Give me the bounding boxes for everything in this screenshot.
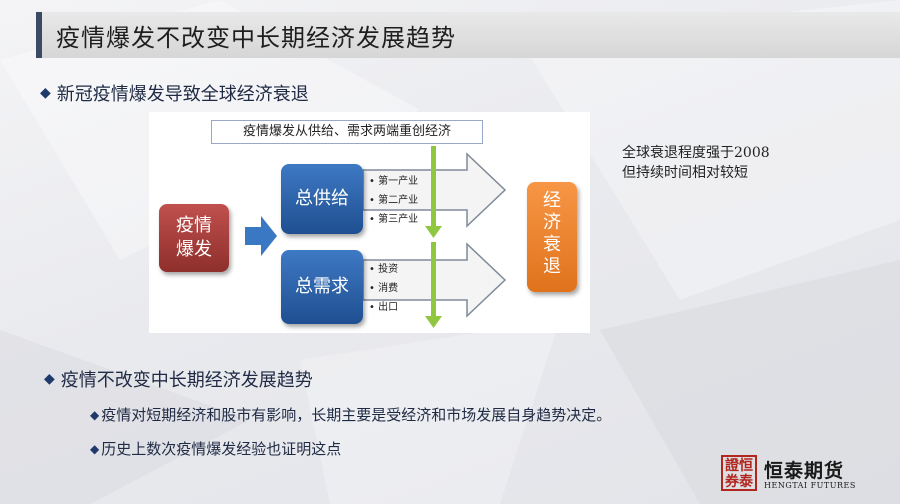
- outbreak-box: 疫情 爆发: [159, 204, 229, 272]
- demand-item: • 消费: [369, 283, 399, 294]
- bullet-text: 疫情不改变中长期经济发展趋势: [60, 370, 313, 391]
- diagram-caption: 疫情爆发从供给、需求两端重创经济: [211, 120, 483, 144]
- bullet-item: ◆ 疫情不改变中长期经济发展趋势: [44, 366, 313, 392]
- sub-bullet-item: ◆ 历史上数次疫情爆发经验也证明这点: [90, 440, 342, 458]
- diagram-arrows: [245, 146, 507, 328]
- supply-box: 总供给: [281, 164, 363, 234]
- demand-box: 总需求: [281, 250, 363, 324]
- side-note: 全球衰退程度强于2008 但持续时间相对较短: [622, 145, 770, 181]
- sub-bullet-item: ◆ 疫情对短期经济和股市有影响，长期主要是受经济和市场发展自身趋势决定。: [90, 406, 612, 424]
- bullet-text: 新冠疫情爆发导致全球经济衰退: [56, 84, 309, 105]
- flow-diagram: 疫情爆发从供给、需求两端重创经济 疫情 爆发 总供给 总需求 • 第一产业 • …: [149, 112, 590, 333]
- bullet-item: ◆ 新冠疫情爆发导致全球经济衰退: [40, 80, 309, 106]
- down-arrow-icon: [425, 226, 442, 238]
- company-seal-logo: 證恒 券泰: [721, 455, 757, 491]
- diamond-bullet-icon: ◆: [90, 407, 100, 422]
- demand-item: • 投资: [369, 264, 399, 275]
- diamond-bullet-icon: ◆: [40, 85, 51, 101]
- diamond-bullet-icon: ◆: [44, 371, 55, 387]
- page-title: 疫情爆发不改变中长期经济发展趋势: [56, 24, 456, 52]
- supply-item: • 第二产业: [369, 195, 419, 206]
- supply-item: • 第三产业: [369, 214, 419, 225]
- down-arrow-icon: [425, 316, 442, 328]
- recession-box: 经 济 衰 退: [527, 182, 577, 292]
- diamond-bullet-icon: ◆: [90, 441, 100, 456]
- demand-item: • 出口: [369, 302, 399, 313]
- title-bar: [36, 12, 900, 58]
- company-name-en: HENGTAI FUTURES: [764, 481, 856, 490]
- arrow-outbreak-icon: [245, 216, 277, 256]
- company-name: 恒泰期货: [764, 460, 845, 482]
- supply-item: • 第一产业: [369, 176, 419, 187]
